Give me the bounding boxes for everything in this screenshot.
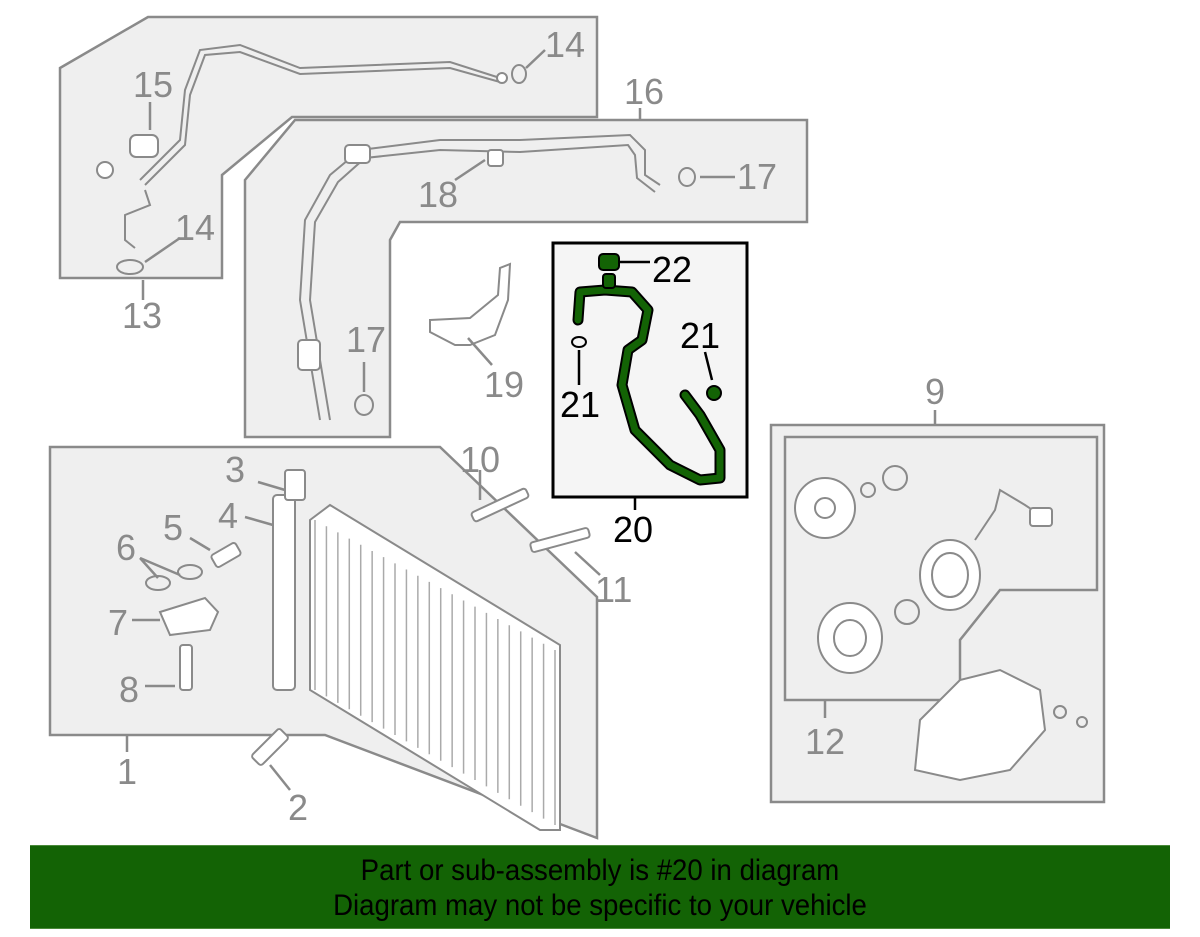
info-banner: Part or sub-assembly is #20 in diagram D…	[30, 845, 1170, 929]
part-14-oring	[511, 64, 527, 84]
part-6-oring	[177, 564, 203, 580]
liquid-line-13	[96, 43, 508, 249]
part-15	[129, 134, 159, 158]
part-17-oring	[354, 394, 374, 416]
part-22-cap	[598, 253, 620, 271]
part-8-bolt	[179, 644, 193, 691]
label-17: 17	[346, 319, 386, 360]
part-17-oring	[678, 167, 696, 187]
suction-hose-20[interactable]	[572, 253, 726, 486]
banner-line-1: Part or sub-assembly is #20 in diagram	[360, 854, 840, 887]
part-18	[487, 149, 504, 167]
part-10-bolt	[470, 487, 530, 523]
banner-line-2: Diagram may not be specific to your vehi…	[333, 889, 867, 922]
label-15: 15	[133, 64, 173, 105]
callout-labels: 14 15 14 13 16 18 17 17 19 3 4 5 6 7 8 1…	[108, 24, 945, 828]
label-20: 20	[613, 509, 653, 550]
label-7: 7	[108, 602, 128, 643]
part-19-bracket	[429, 262, 512, 346]
part-7-plate	[158, 596, 220, 637]
label-4: 4	[218, 495, 238, 536]
label-18: 18	[418, 174, 458, 215]
label-21: 21	[560, 384, 600, 425]
part-14-oring	[116, 259, 144, 275]
small-parts	[145, 487, 591, 766]
label-19: 19	[484, 364, 524, 405]
part-4-receiver	[272, 494, 296, 691]
panel-16[interactable]	[243, 118, 809, 439]
label-14: 14	[175, 207, 215, 248]
label-16: 16	[624, 71, 664, 112]
label-9: 9	[925, 371, 945, 412]
part-2-bolt	[251, 728, 289, 766]
part-21-oring	[571, 336, 587, 348]
part-3-cap	[284, 469, 306, 501]
label-1: 1	[117, 751, 137, 792]
part-21-oring	[706, 385, 722, 401]
label-21: 21	[680, 315, 720, 356]
label-10: 10	[460, 439, 500, 480]
label-22: 22	[652, 249, 692, 290]
part-5-bolt	[210, 542, 242, 568]
label-11: 11	[595, 569, 632, 610]
discharge-hose-16	[297, 133, 661, 421]
part-11-bolt	[529, 527, 591, 553]
label-8: 8	[119, 669, 139, 710]
label-5: 5	[163, 507, 183, 548]
label-3: 3	[225, 449, 245, 490]
condenser-1	[272, 469, 561, 831]
leader-lines	[125, 49, 937, 791]
label-13: 13	[122, 295, 162, 336]
compressor-parts	[794, 465, 1088, 782]
label-17: 17	[737, 156, 777, 197]
part-6-oring	[145, 575, 171, 591]
label-2: 2	[288, 787, 308, 828]
label-12: 12	[805, 721, 845, 762]
label-14: 14	[545, 24, 585, 65]
label-6: 6	[116, 527, 136, 568]
